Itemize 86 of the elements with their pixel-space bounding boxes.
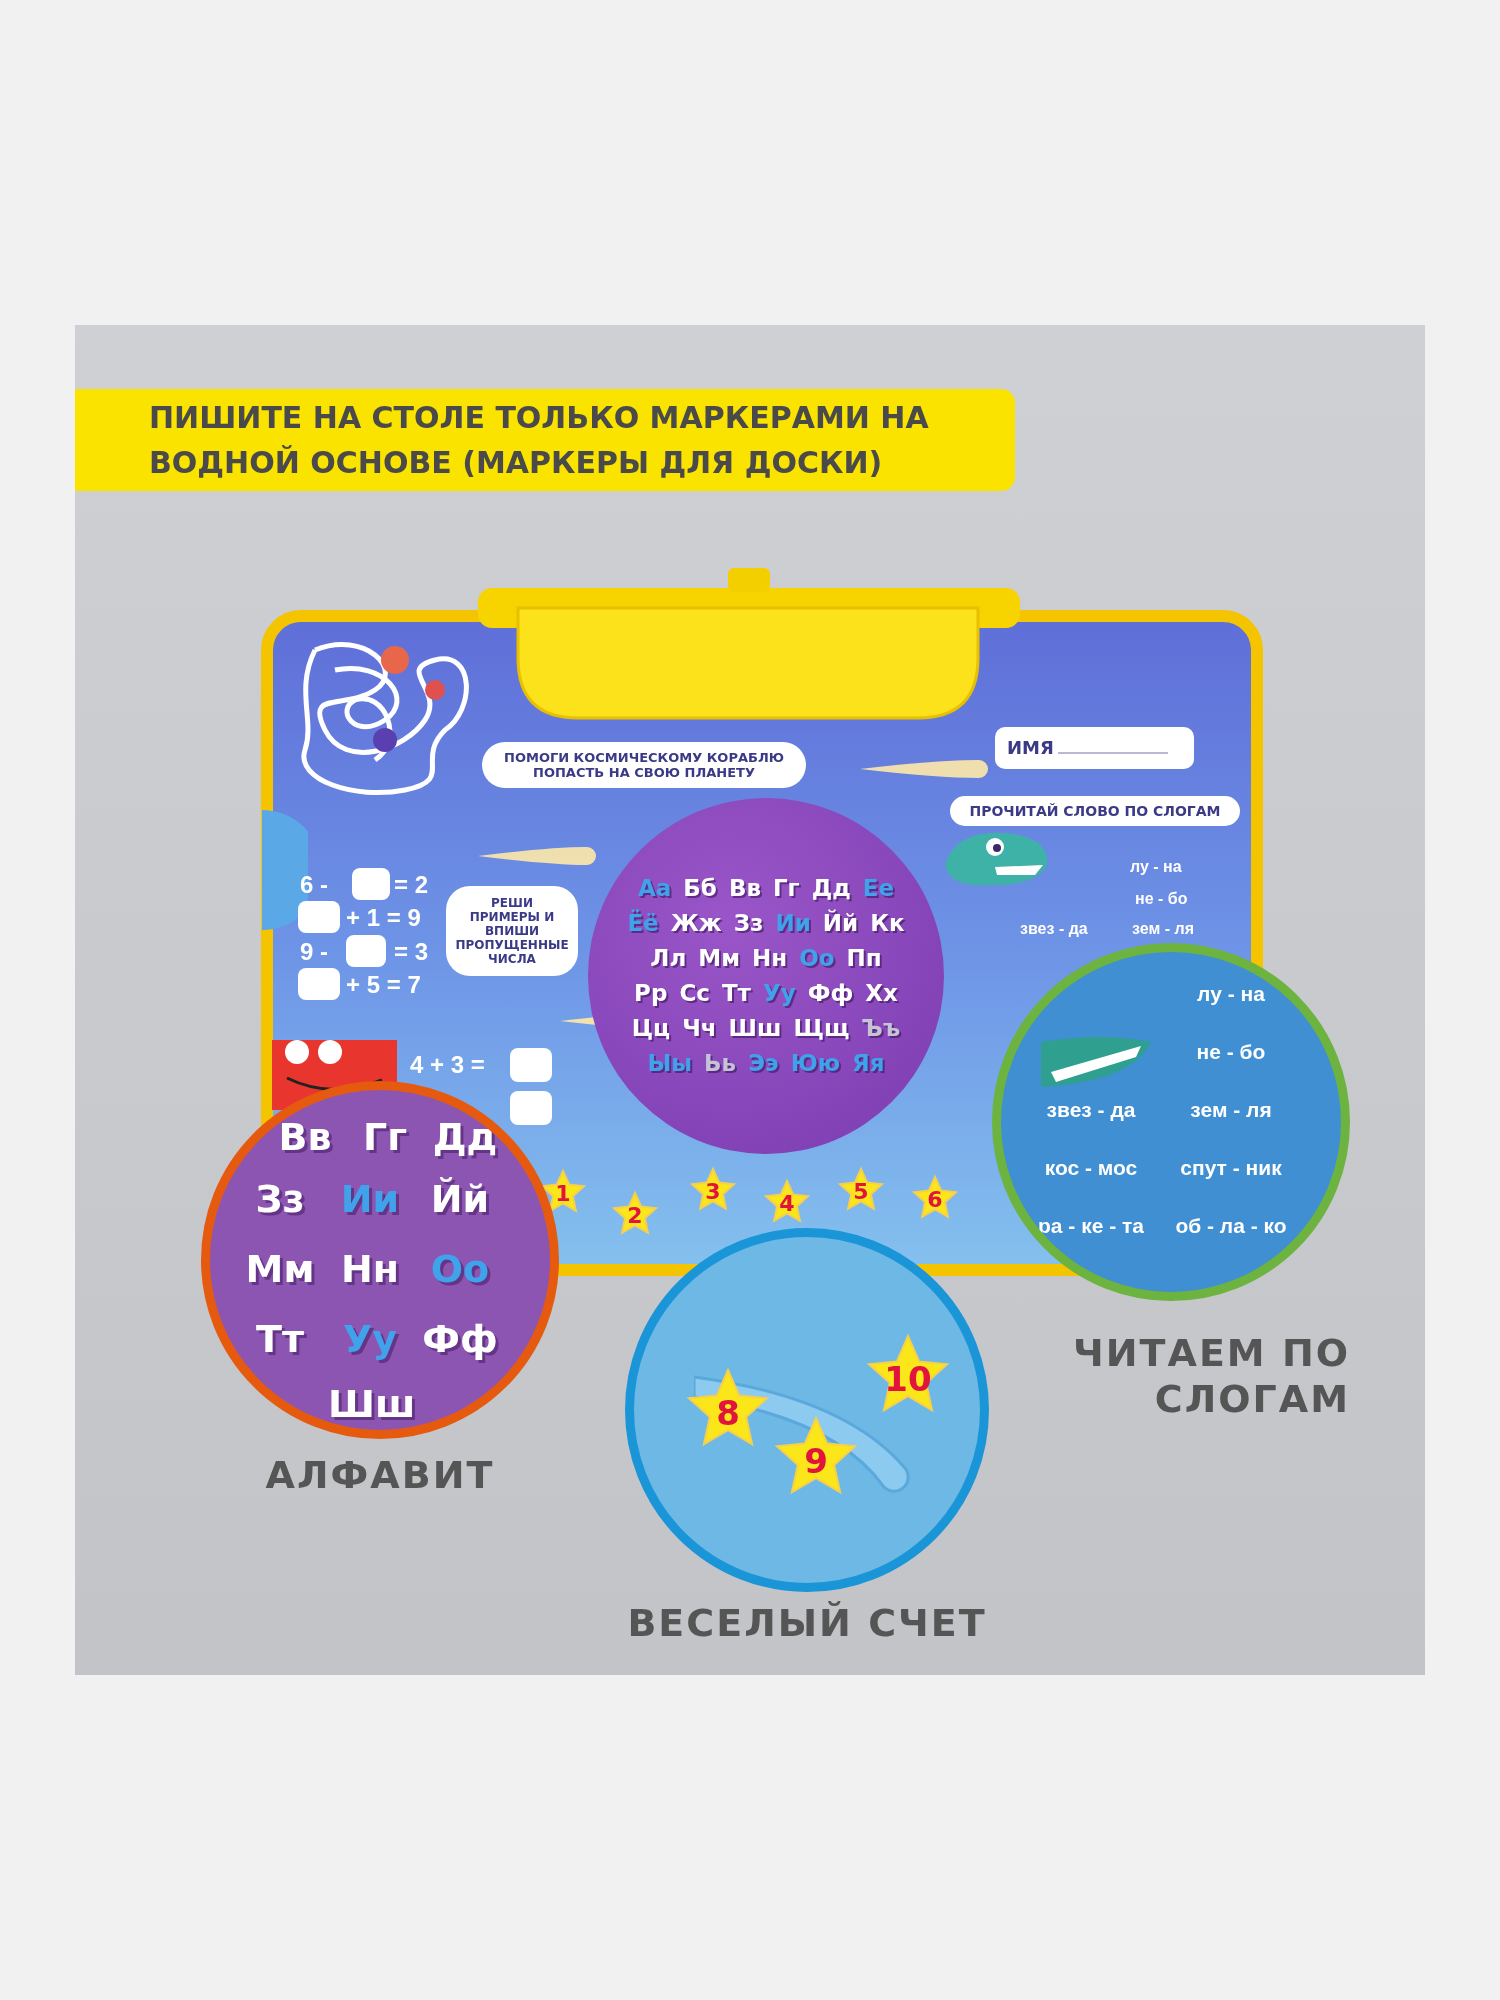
star-shape [764,1178,810,1224]
label-text: зем - ля [1132,919,1194,939]
letter-pair: Уу [341,1316,399,1363]
letter-pair: Оо [429,1246,491,1293]
star-shape [838,1166,884,1212]
letter-pair: Фф [807,979,854,1008]
letter-pair: Йй [822,909,859,938]
star-number: 10 [884,1359,932,1400]
star-number: 3 [705,1178,721,1204]
letter-pair: Зз [733,909,764,938]
letter-pair: Цц [631,1014,671,1043]
instruction-pill: ПОМОГИ КОСМИЧЕСКОМУ КОРАБЛЮ ПОПАСТЬ НА СВОЮ ПЛАНЕТУ [482,742,806,788]
letter-pair: Ыы [647,1049,693,1078]
syllable-word: зем - ля [1189,1097,1273,1123]
letter-pair: Шш [328,1381,412,1428]
letter-pair: Тт [721,979,751,1008]
star-number: 9 [804,1441,828,1482]
star-shape [612,1190,658,1236]
letter-pair: Чч [682,1014,717,1043]
syllable-word: не - бо [1195,1039,1267,1065]
star-number: 4 [779,1190,795,1216]
instruction-pill: РЕШИ ПРИМЕРЫ И ВПИШИ ПРОПУЩЕННЫЕ ЧИСЛА [446,886,578,976]
letter-pair: Дд [811,874,851,903]
syllable-word: об - ла - ко [1174,1213,1288,1239]
letter-pair: Юю [790,1049,841,1078]
letter-pair: Нн [752,944,788,973]
letter-pair: Яя [852,1049,885,1078]
letter-pair: Фф [421,1316,499,1363]
letter-pair: Ёё [627,909,659,938]
caption: ЧИТАЕМ ПО СЛОГАМ [1072,1330,1350,1422]
star-shape [912,1174,958,1220]
letter-pair: Хх [865,979,898,1008]
syllable-word: спут - ник [1179,1155,1283,1181]
letter-pair: Ии [775,909,811,938]
letter-pair: Ии [339,1176,401,1223]
letter-pair: Оо [799,944,835,973]
syllable-word: кос - мос [1043,1155,1139,1181]
letter-pair: Щщ [793,1014,850,1043]
letter-pair: Вв [728,874,761,903]
letter-pair: Рр [634,979,668,1008]
letter-pair: Сс [679,979,710,1008]
letter-pair: Тт [255,1316,305,1363]
letter-pair: Кк [870,909,905,938]
label-text: = 3 [394,937,429,967]
letter-pair: Нн [339,1246,401,1293]
letter-pair: Йй [429,1176,491,1223]
letter-pair: Уу [762,979,796,1008]
letter-pair: Вв [277,1114,333,1161]
label-text: лу - на [1130,857,1182,877]
syllable-word: лу - на [1196,981,1266,1007]
label-text: = 2 [394,870,429,900]
label-text: + 5 = 7 [346,970,421,1000]
label-text: 9 - [300,937,328,967]
letter-pair: Бб [683,874,717,903]
label-text: не - бо [1135,889,1188,909]
letter-pair: Ее [862,874,895,903]
star-number: 5 [853,1178,869,1204]
star-number: 2 [627,1202,643,1228]
label-text: 6 - [300,870,328,900]
letter-pair: Лл [650,944,687,973]
label-text: звез - да [1020,919,1088,939]
instruction-pill: ПРОЧИТАЙ СЛОВО ПО СЛОГАМ [950,796,1240,826]
letter-pair: Ээ [748,1049,779,1078]
letter-pair: Пп [846,944,882,973]
letter-pair: Мм [244,1246,316,1293]
star-number: 6 [927,1186,943,1212]
star-number: 8 [716,1393,740,1434]
letter-pair: Гг [772,874,800,903]
letter-pair: Ъъ [861,1014,901,1043]
syllable-word: звез - да [1045,1097,1137,1123]
letter-pair: Дд [431,1114,499,1161]
star-number: 1 [555,1180,571,1206]
caption: АЛФАВИТ [264,1452,496,1498]
star-shape [690,1166,736,1212]
letter-pair: Шш [728,1014,782,1043]
name-field: ИМЯ [995,727,1194,769]
letter-pair: Ьь [704,1049,737,1078]
letter-pair: Жж [670,909,722,938]
title: ПИШИТЕ НА СТОЛЕ ТОЛЬКО МАРКЕРАМИ НА ВОДНОЙ ОСНОВЕ (МАРКЕРЫ ДЛЯ ДОСКИ) [75,389,1015,491]
letter-pair: Мм [698,944,740,973]
letter-pair: Гг [361,1114,409,1161]
label-text: 4 + 3 = [410,1050,485,1080]
caption: ВЕСЕЛЫЙ СЧЕТ [626,1600,988,1646]
letter-pair: Зз [254,1176,306,1223]
letter-pair: Аа [637,874,672,903]
label-text: + 1 = 9 [346,903,421,933]
